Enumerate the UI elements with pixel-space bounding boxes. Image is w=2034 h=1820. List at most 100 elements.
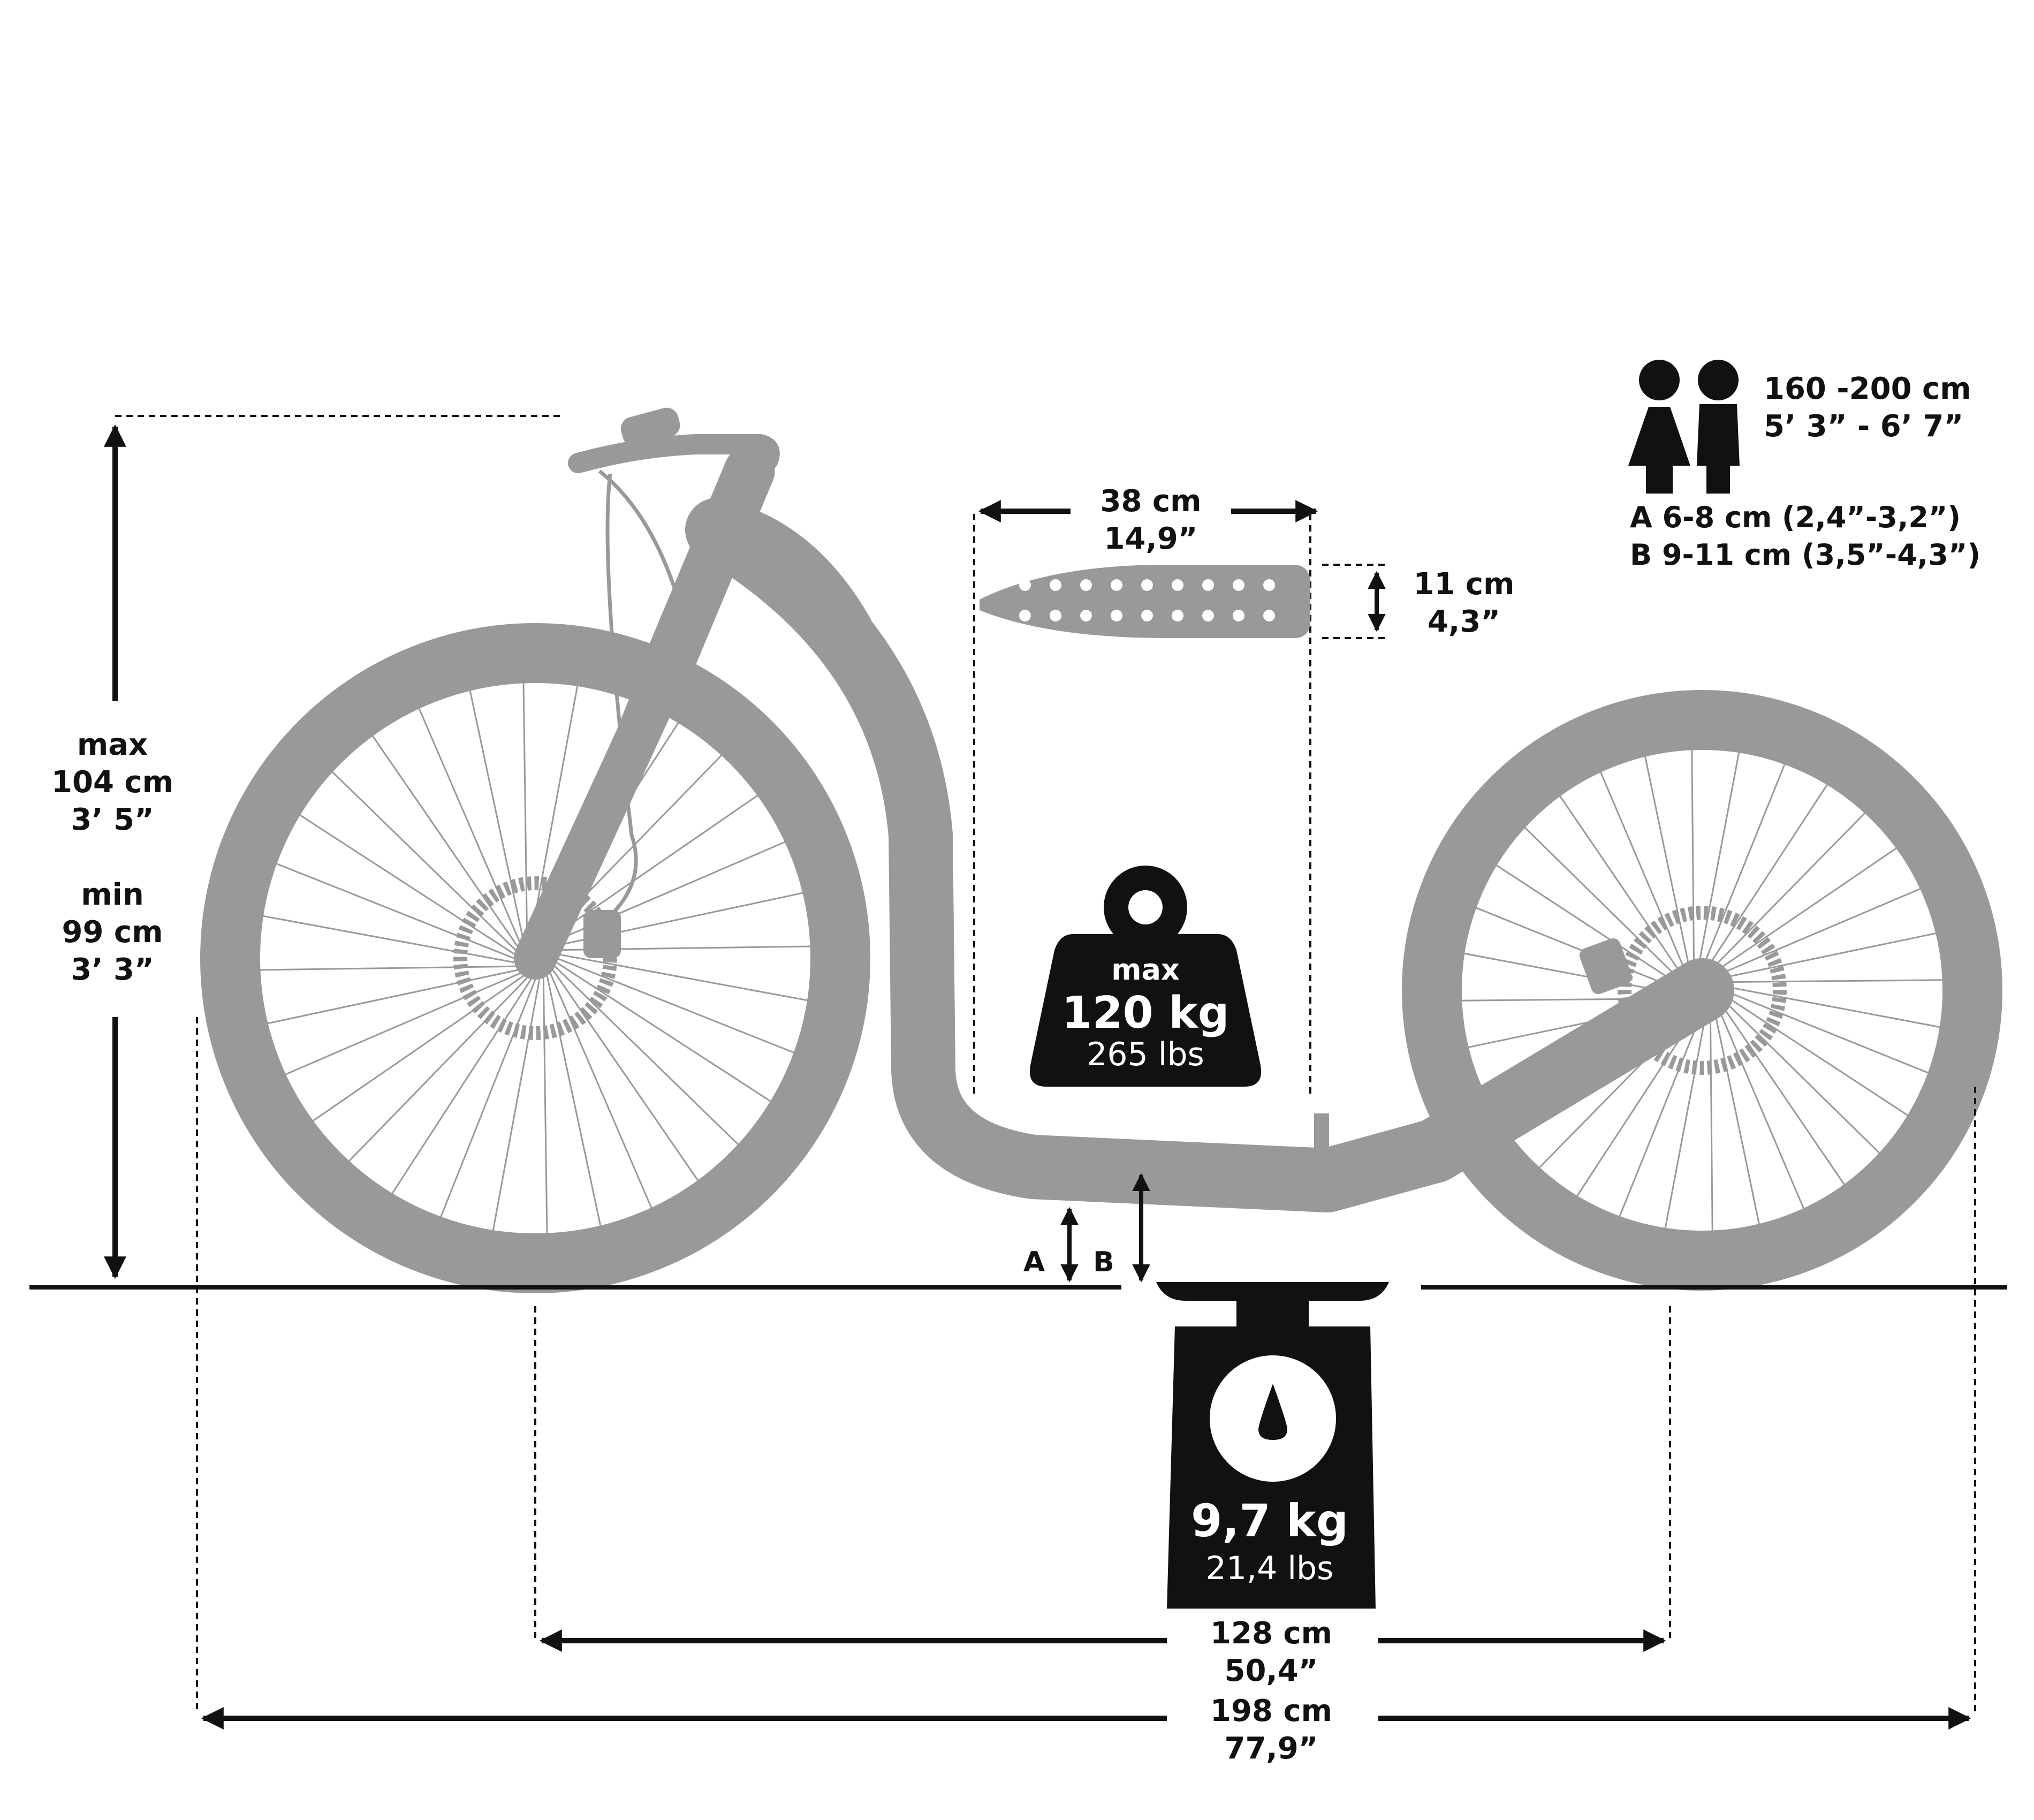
wheel-spoke [1475, 907, 1681, 991]
wheel-spoke [440, 979, 536, 1218]
rider-height-cm: 160 -200 cm [1764, 371, 1971, 406]
wheel-spoke [556, 961, 771, 1102]
deck-width-in: 4,3” [1428, 604, 1500, 639]
max-load-word: max [1111, 953, 1180, 987]
rider-info: 160 -200 cm 5’ 3” - 6’ 7” A 6-8 cm (2,4”… [1628, 360, 1980, 572]
wheel-spoke [1710, 812, 1866, 972]
deck-dimension: 38 cm 14,9” 11 cm 4,3” [973, 484, 1514, 1097]
handlebar-grip [620, 407, 680, 446]
front-caliper [583, 910, 621, 958]
wheel-spoke [1697, 752, 1740, 970]
rear-wheel [1402, 690, 2002, 1291]
wheel-spoke [391, 979, 532, 1194]
height-max-word: max [77, 727, 148, 762]
wheel-spoke [1723, 989, 1929, 1074]
deck-hole [1263, 610, 1275, 621]
deck-hole [1233, 610, 1244, 621]
deck-plan-icon [980, 565, 1310, 638]
wheel-spoke [1721, 979, 1943, 983]
wheel-spoke [1664, 1011, 1707, 1228]
wheel-spoke [285, 972, 521, 1075]
deck-hole [1111, 579, 1122, 591]
wheel-spoke [348, 977, 528, 1162]
wheel-spoke [260, 965, 516, 971]
wheel-spoke [1713, 1007, 1760, 1225]
wheel-spoke [1599, 771, 1688, 976]
scooter-weight-kg: 9,7 kg [1191, 1495, 1348, 1547]
wheel-spoke [262, 915, 515, 964]
scale-icon: 9,7 kg 21,4 lbs [1156, 1282, 1389, 1609]
frame-brace [733, 509, 872, 642]
deck-hole [1141, 579, 1153, 591]
wheel-spoke [469, 690, 525, 941]
rider-height-ft: 5’ 3” - 6’ 7” [1764, 409, 1963, 444]
max-load-weight-icon: max 120 kg 265 lbs [1029, 866, 1262, 1087]
wheel-spoke [1722, 994, 1909, 1117]
wheel-spoke [554, 966, 739, 1146]
length-dimensions: 128 cm 50,4” 198 cm 77,9” [196, 1017, 1976, 1766]
rear-caliper [1579, 938, 1633, 995]
height-min-cm: 99 cm [62, 915, 163, 950]
wheel-spoke [299, 814, 515, 955]
rear-brake-disc [1618, 906, 1787, 1075]
wheel-spoke [267, 969, 518, 1025]
wheel-spoke [1721, 998, 1880, 1154]
ground-clearance: A B [1023, 1173, 1150, 1283]
front-wheel [200, 623, 870, 1293]
deck-hole [1202, 610, 1214, 621]
overall-length-cm: 198 cm [1210, 1694, 1332, 1728]
deck-hole [1263, 579, 1275, 591]
wheelbase-in: 50,4” [1225, 1654, 1318, 1688]
deck-hole [1141, 610, 1153, 621]
deck-surface [963, 1140, 1338, 1180]
wheel-spoke [1716, 1005, 1805, 1209]
scooter-weight-lbs: 21,4 lbs [1206, 1550, 1334, 1587]
overall-length-in: 77,9” [1225, 1731, 1318, 1766]
wheel-spoke [1705, 784, 1828, 970]
max-load-lbs: 265 lbs [1087, 1036, 1204, 1073]
wheel-spoke [1524, 826, 1683, 983]
height-dimension: max 104 cm 3’ 5” min 99 cm 3’ 3” [51, 415, 562, 1279]
wheel-spoke [371, 735, 518, 947]
kickstand [1314, 1113, 1329, 1180]
wheel-spoke [549, 973, 652, 1209]
brake-cable [598, 469, 682, 605]
clearance-a-range: A 6-8 cm (2,4”-3,2”) [1630, 500, 1961, 534]
wheel-spoke [556, 953, 808, 1002]
deck-holes [1019, 579, 1275, 621]
max-load-kg: 120 kg [1062, 988, 1229, 1038]
deck-hole [1233, 579, 1244, 591]
wheel-spoke [1691, 749, 1695, 971]
rear-dropout [1675, 964, 1729, 1017]
deck-hole [1019, 579, 1031, 591]
deck-hole [1172, 579, 1183, 591]
height-min-ft: 3’ 3” [71, 952, 154, 987]
wheel-spoke [546, 975, 602, 1226]
deck-hole [1202, 579, 1214, 591]
handlebar [568, 434, 780, 473]
wheel-spoke [556, 957, 795, 1053]
clearance-a-label: A [1023, 1246, 1045, 1278]
wheel-spoke [1709, 1010, 1713, 1231]
front-spokes [260, 682, 811, 1234]
height-min-word: min [81, 877, 143, 912]
clearance-b-label: B [1093, 1246, 1114, 1278]
stem [720, 442, 771, 511]
wheel-spoke [276, 863, 514, 959]
wheel-spoke [522, 682, 528, 939]
deck-hole [1019, 610, 1031, 621]
deck-hole [1172, 610, 1183, 621]
deck-hole [1050, 579, 1061, 591]
kickscooter-silhouette [200, 407, 2002, 1293]
wheel-spoke [1619, 1011, 1703, 1217]
deck-hole [1080, 610, 1092, 621]
height-max-cm: 104 cm [51, 765, 173, 800]
front-tire [200, 623, 870, 1293]
wheel-spoke [331, 771, 517, 951]
deck-length-cm: 38 cm [1101, 484, 1202, 519]
wheel-spoke [1717, 888, 1921, 976]
wheel-spoke [1719, 1002, 1845, 1185]
deck-hole [1080, 579, 1092, 591]
wheel-spoke [1722, 985, 1940, 1028]
